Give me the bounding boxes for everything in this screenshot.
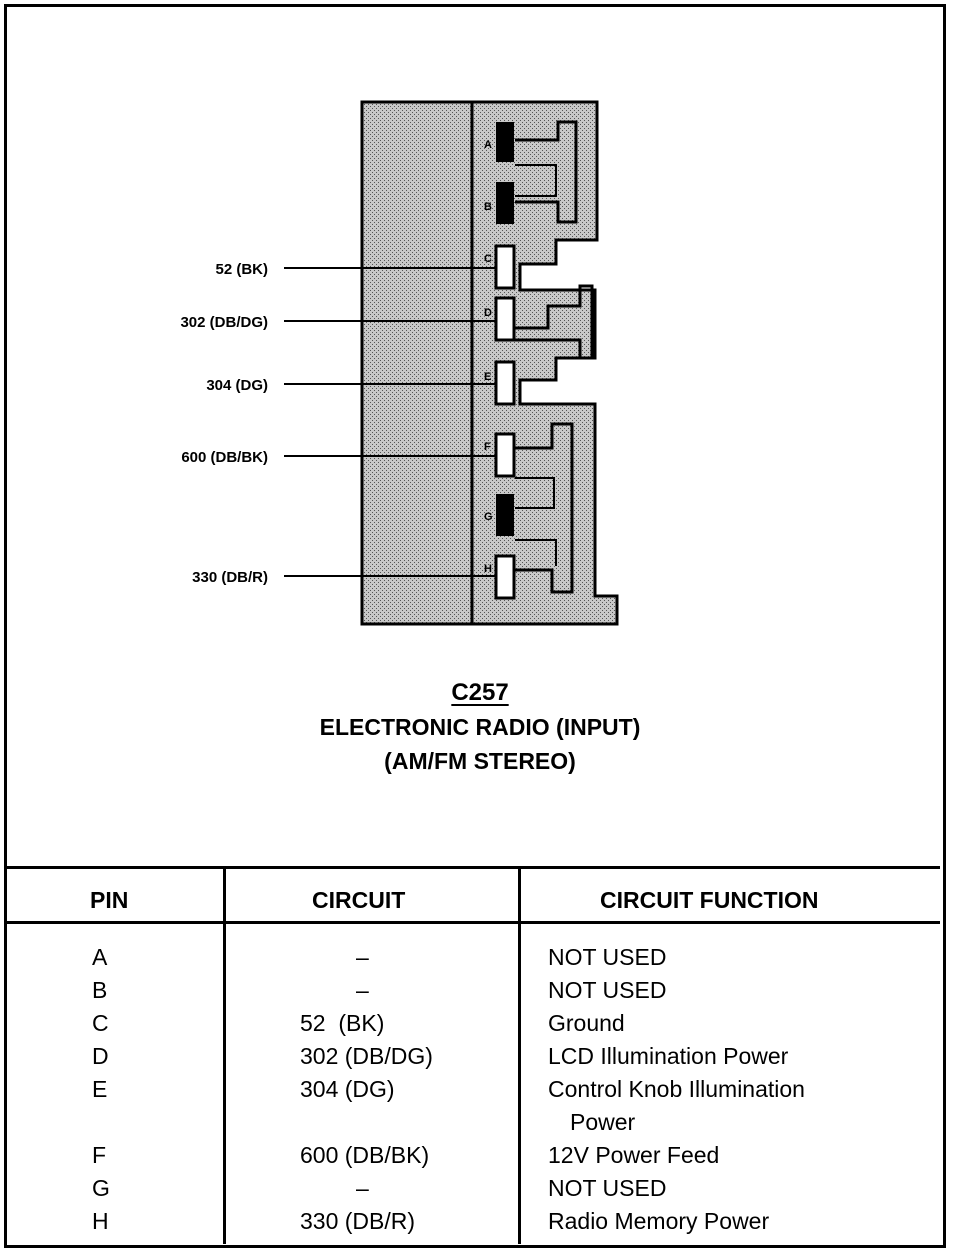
table-row: G – NOT USED [4, 1175, 940, 1208]
table-row: F 600 (DB/BK) 12V Power Feed [4, 1142, 940, 1175]
row-circuit: – [356, 1175, 369, 1201]
table-row-continuation: Power [4, 1109, 940, 1142]
table-row: B – NOT USED [4, 977, 940, 1010]
wire-label-c: 52 (BK) [215, 261, 268, 278]
pin-letter-f: F [484, 441, 491, 453]
latch-outline-lower [515, 422, 574, 594]
pin-cavity-a [496, 122, 514, 162]
row-function: LCD Illumination Power [548, 1043, 789, 1069]
row-pin: B [92, 977, 108, 1003]
header-circuit: CIRCUIT [312, 887, 406, 913]
row-circuit: 52 (BK) [300, 1010, 385, 1036]
row-pin: C [92, 1010, 109, 1036]
connector-body-right [470, 100, 619, 626]
connector-body-left [360, 100, 474, 626]
latch-outline-upper [515, 164, 557, 197]
row-function: Radio Memory Power [548, 1208, 770, 1234]
row-circuit: 600 (DB/BK) [300, 1142, 430, 1168]
table-row: C 52 (BK) Ground [4, 1010, 940, 1043]
row-function: NOT USED [548, 1175, 667, 1201]
pin-letter-c: C [484, 253, 492, 265]
table-divider-1 [223, 869, 226, 1244]
table-row: D 302 (DB/DG) LCD Illumination Power [4, 1043, 940, 1076]
pin-letter-a: A [484, 139, 492, 151]
connector-title: ELECTRONIC RADIO (INPUT) [319, 714, 641, 740]
row-circuit: 304 (DG) [300, 1076, 395, 1102]
row-function: 12V Power Feed [548, 1142, 720, 1168]
row-pin: H [92, 1208, 109, 1234]
pin-letter-e: E [484, 371, 491, 383]
wire-label-f: 600 (DB/BK) [181, 449, 268, 466]
row-circuit: – [356, 977, 369, 1003]
row-circuit: 302 (DB/DG) [300, 1043, 433, 1069]
pin-cavity-d [494, 296, 516, 342]
row-function: NOT USED [548, 944, 667, 970]
table-row: H 330 (DB/R) Radio Memory Power [4, 1208, 940, 1241]
table-row: E 304 (DG) Control Knob Illumination [4, 1076, 940, 1109]
row-function-continued: Power [570, 1109, 636, 1135]
pin-letter-g: G [484, 511, 493, 523]
pin-cavity-e [494, 360, 516, 406]
header-function: CIRCUIT FUNCTION [600, 887, 819, 913]
latch-outline-lower-inner [515, 477, 557, 566]
table-row: A – NOT USED [4, 944, 940, 977]
wire-label-e: 304 (DG) [206, 377, 268, 394]
row-pin: D [92, 1043, 109, 1069]
wire-label-h: 330 (DB/R) [192, 569, 268, 586]
pin-letter-d: D [484, 307, 492, 319]
pin-cavity-c [494, 244, 516, 290]
row-pin: F [92, 1142, 107, 1168]
latch-outline-mid [515, 284, 594, 360]
connector-caption: C257 ELECTRONIC RADIO (INPUT) (AM/FM STE… [0, 676, 960, 778]
row-circuit: 330 (DB/R) [300, 1208, 416, 1234]
pin-letter-h: H [484, 563, 492, 575]
pin-cavity-f [494, 432, 516, 478]
row-function: Ground [548, 1010, 625, 1036]
table-header-rule [4, 921, 940, 924]
pin-table: PIN CIRCUIT CIRCUIT FUNCTION A – NOT USE… [4, 866, 940, 1244]
pin-cavity-b [496, 182, 514, 224]
row-pin: A [92, 944, 108, 970]
page-frame [4, 4, 946, 1248]
header-pin: PIN [90, 887, 129, 913]
table-divider-2 [518, 869, 521, 1244]
pin-cavity-h [494, 554, 516, 600]
pin-letter-b: B [484, 201, 492, 213]
row-pin: G [92, 1175, 110, 1201]
wire-label-d: 302 (DB/DG) [180, 314, 268, 331]
connector-subtitle: (AM/FM STEREO) [384, 748, 576, 774]
row-function: Control Knob Illumination [548, 1076, 805, 1102]
connector-diagram: A B C D E F G H 52 (BK) 302 (DB/DG) 304 … [180, 100, 619, 626]
row-function: NOT USED [548, 977, 667, 1003]
pin-cavity-g [496, 494, 514, 536]
latch-outline-top [515, 120, 578, 224]
row-circuit: – [356, 944, 369, 970]
row-pin: E [92, 1076, 108, 1102]
connector-id: C257 [451, 679, 509, 706]
